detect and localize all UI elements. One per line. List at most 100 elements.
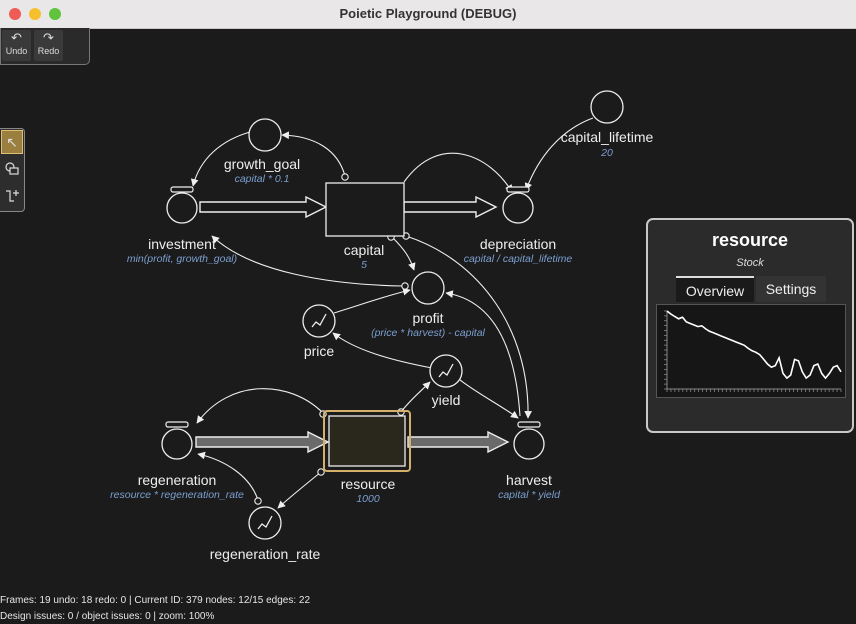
flow-regeneration-resource [195,430,330,454]
profit-label: profit [412,310,443,326]
node-regeneration[interactable]: regeneration resource * regeneration_rat… [110,421,244,501]
profit-formula: (price * harvest) - capital [371,327,485,339]
harvest-valve [513,428,545,460]
undo-label: Undo [5,46,28,56]
edge-capital-depreciation [403,152,513,193]
node-harvest[interactable]: harvest capital * yield [498,421,561,501]
shapes-icon [5,162,19,175]
capital-lifetime-formula: 20 [600,147,613,159]
edge-profit-investment [211,235,406,287]
node-depreciation[interactable]: depreciation capital / capital_lifetime [464,186,573,265]
capital-stock-box [325,182,405,237]
node-yield[interactable]: yield [429,354,463,408]
resource-label: resource [341,476,396,492]
node-investment[interactable]: investment min(profit, growth_goal) [127,186,237,265]
zoom-window-button[interactable] [49,8,61,20]
graph-function-icon [438,363,454,378]
tool-palette: ↖ [0,128,25,212]
regeneration-valve-cap [165,421,189,428]
regeneration-rate-circle [248,506,282,540]
node-growth_goal[interactable]: growth_goal capital * 0.1 [224,118,300,185]
capital-lifetime-circle [590,90,624,124]
inspector-title: resource [711,230,789,250]
connectors [190,117,594,509]
flow-capital-depreciation [403,195,498,219]
edge-price-profit [333,287,411,314]
capital-lifetime-label: capital_lifetime [561,129,654,145]
regeneration-formula: resource * regeneration_rate [110,489,244,501]
price-circle [302,304,336,338]
edge-capital-harvest [405,235,533,419]
redo-icon: ↷ [43,30,54,45]
edge-yield-harvest [459,379,519,419]
edge-growth_goal-investment [190,131,251,187]
tab-overview[interactable]: Overview [676,276,754,302]
connector-plus-icon [6,190,19,202]
place-node-tool[interactable] [1,157,23,181]
node-capital[interactable]: capital 5 [325,182,405,271]
investment-valve [166,192,198,224]
resource-stock-box [328,415,406,467]
edge-capital_lifetime-depreciation [524,117,594,191]
close-window-button[interactable] [9,8,21,20]
depreciation-valve-cap [506,186,530,193]
redo-label: Redo [37,46,60,56]
flow-resource-harvest [407,430,510,454]
regeneration-rate-label: regeneration_rate [210,546,321,562]
investment-valve-cap [170,186,194,193]
harvest-valve-cap [517,421,541,428]
node-profit[interactable]: profit (price * harvest) - capital [371,271,486,339]
inspector-panel: resource Stock Overview Settings [646,218,854,433]
growth-goal-formula: capital * 0.1 [235,173,290,185]
yield-circle [429,354,463,388]
price-label: price [304,343,335,359]
growth-goal-circle [248,118,282,152]
status-line-frames: Frames: 19 undo: 18 redo: 0 | Current ID… [0,595,311,606]
status-line-issues: Design issues: 0 / object issues: 0 | zo… [0,611,215,622]
depreciation-label: depreciation [480,236,556,252]
edge-capital-growth_goal [281,131,346,177]
undo-redo-bar: ↶ Undo ↷ Redo [0,28,90,65]
flow-investment-capital [199,195,328,219]
edge-resource-regeneration_rate [277,471,322,509]
edge-resource-regeneration [196,388,324,424]
node-capital_lifetime[interactable]: capital_lifetime 20 [561,90,654,159]
edge-harvest-profit [445,290,521,417]
diagram-canvas[interactable]: growth_goal capital * 0.1 capital_lifeti… [0,28,856,624]
node-regeneration_rate[interactable]: regeneration_rate [210,506,321,562]
edge-regeneration_rate-regeneration [197,451,259,501]
minimize-window-button[interactable] [29,8,41,20]
harvest-formula: capital * yield [498,489,561,501]
selection-tool[interactable]: ↖ [1,130,23,154]
sparkline-svg [664,310,842,392]
connect-tool[interactable] [1,184,23,208]
undo-button[interactable]: ↶ Undo [2,30,31,61]
flow-pipes [195,195,510,454]
node-resource[interactable]: resource 1000 [323,410,411,505]
regeneration-valve [161,428,193,460]
resource-series-line [666,310,842,380]
undo-icon: ↶ [11,30,22,45]
inspector-subtitle: Stock [736,257,764,269]
title-bar: Poietic Playground (DEBUG) [0,0,856,29]
investment-label: investment [148,236,216,252]
node-price[interactable]: price [302,304,336,359]
capital-formula: 5 [361,259,367,271]
edge-yield-price [332,332,433,369]
resource-formula: 1000 [356,493,380,505]
depreciation-valve [502,192,534,224]
edge-resource-yield [400,381,431,413]
growth-goal-label: growth_goal [224,156,300,172]
harvest-label: harvest [506,472,552,488]
window-title: Poietic Playground (DEBUG) [339,6,517,21]
profit-circle [411,271,445,305]
tab-settings[interactable]: Settings [756,276,826,302]
chart-axes [666,311,841,390]
yield-label: yield [432,392,461,408]
graph-function-icon [257,515,273,530]
arrow-pointer-icon: ↖ [6,135,18,151]
capital-label: capital [344,242,384,258]
edge-capital-profit [392,237,416,271]
redo-button[interactable]: ↷ Redo [34,30,63,61]
sparkline-chart [656,304,846,398]
